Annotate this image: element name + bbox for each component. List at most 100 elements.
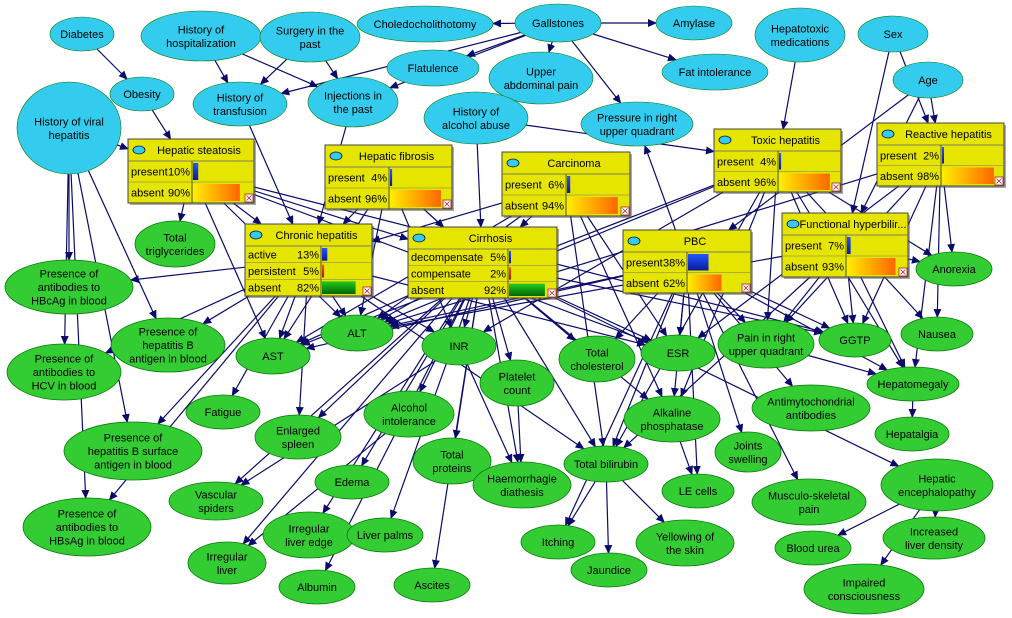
node-le_cells[interactable]: LE cells bbox=[661, 473, 735, 509]
node-label: Total bbox=[585, 347, 608, 359]
node-choledo[interactable]: Choledocholithotomy bbox=[356, 5, 494, 43]
node-label: Sex bbox=[884, 29, 903, 41]
node-alt[interactable]: ALT bbox=[320, 314, 394, 352]
node-esr[interactable]: ESR bbox=[640, 334, 716, 372]
node-jaundice[interactable]: Jaundice bbox=[570, 552, 648, 588]
node-inr[interactable]: INR bbox=[421, 326, 497, 366]
node-yellowing-shape bbox=[635, 519, 735, 567]
node-enlarged_spleen-shape bbox=[254, 414, 342, 460]
node-fat_intol[interactable]: Fat intolerance bbox=[661, 53, 769, 91]
expand-icon-glyph bbox=[246, 195, 252, 201]
node-label: transfusion bbox=[213, 106, 267, 118]
node-label: triglycerides bbox=[146, 246, 205, 258]
node-blood_urea[interactable]: Blood urea bbox=[774, 530, 852, 566]
node-flatulence[interactable]: Flatulence bbox=[386, 49, 480, 87]
node-label: Total bbox=[440, 449, 463, 461]
node-hepatomegaly[interactable]: Hepatomegaly bbox=[866, 366, 960, 402]
node-oval-icon bbox=[718, 135, 732, 145]
node-ast[interactable]: AST bbox=[235, 337, 311, 375]
node-label: Diabetes bbox=[60, 29, 104, 41]
expand-icon-glyph bbox=[900, 269, 906, 275]
node-label: ESR bbox=[667, 348, 690, 360]
edge-hepatotoxic-to-toxic bbox=[780, 61, 796, 130]
node-total_bili[interactable]: Total bilirubin bbox=[563, 445, 649, 483]
node-label: abdominal pain bbox=[504, 80, 579, 92]
edge-cirrhosis-to-esr bbox=[556, 296, 653, 342]
node-gallstones[interactable]: Gallstones bbox=[514, 3, 602, 43]
node-label: spiders bbox=[198, 503, 234, 515]
node-label: Fatigue bbox=[205, 407, 242, 419]
node-label: Enlarged bbox=[276, 425, 320, 437]
node-diabetes[interactable]: Diabetes bbox=[49, 16, 115, 52]
monitor-title: Reactive hepatitis bbox=[905, 129, 992, 141]
node-label: Musculo-skeletal bbox=[768, 490, 850, 502]
node-itching[interactable]: Itching bbox=[520, 524, 596, 560]
node-ggtp[interactable]: GGTP bbox=[818, 322, 892, 358]
probability-bar bbox=[390, 190, 441, 207]
monitor-title: Toxic hepatitis bbox=[751, 135, 821, 147]
node-label: Irregular bbox=[207, 551, 248, 563]
node-fatigue[interactable]: Fatigue bbox=[185, 394, 261, 430]
expand-icon-glyph bbox=[549, 290, 555, 296]
node-alcohol_intol-shape bbox=[363, 390, 455, 438]
node-nausea[interactable]: Nausea bbox=[900, 316, 974, 352]
node-amylase[interactable]: Amylase bbox=[655, 5, 733, 41]
node-label: ALT bbox=[347, 328, 367, 340]
node-label: Alcohol bbox=[391, 402, 427, 414]
node-albumin[interactable]: Albumin bbox=[278, 569, 356, 605]
node-edema[interactable]: Edema bbox=[314, 464, 390, 500]
edge-gallstones-to-pressure_ruq bbox=[571, 40, 622, 104]
node-hepatalgia[interactable]: Hepatalgia bbox=[874, 416, 950, 452]
node-obesity[interactable]: Obesity bbox=[109, 76, 175, 112]
node-label: liver edge bbox=[285, 537, 333, 549]
node-ascites[interactable]: Ascites bbox=[393, 567, 471, 603]
node-anorexia[interactable]: Anorexia bbox=[915, 251, 993, 287]
node-age[interactable]: Age bbox=[892, 61, 964, 99]
node-liver_palms[interactable]: Liver palms bbox=[346, 517, 424, 553]
state-percent: 96% bbox=[365, 194, 387, 206]
node-sex[interactable]: Sex bbox=[857, 15, 929, 53]
